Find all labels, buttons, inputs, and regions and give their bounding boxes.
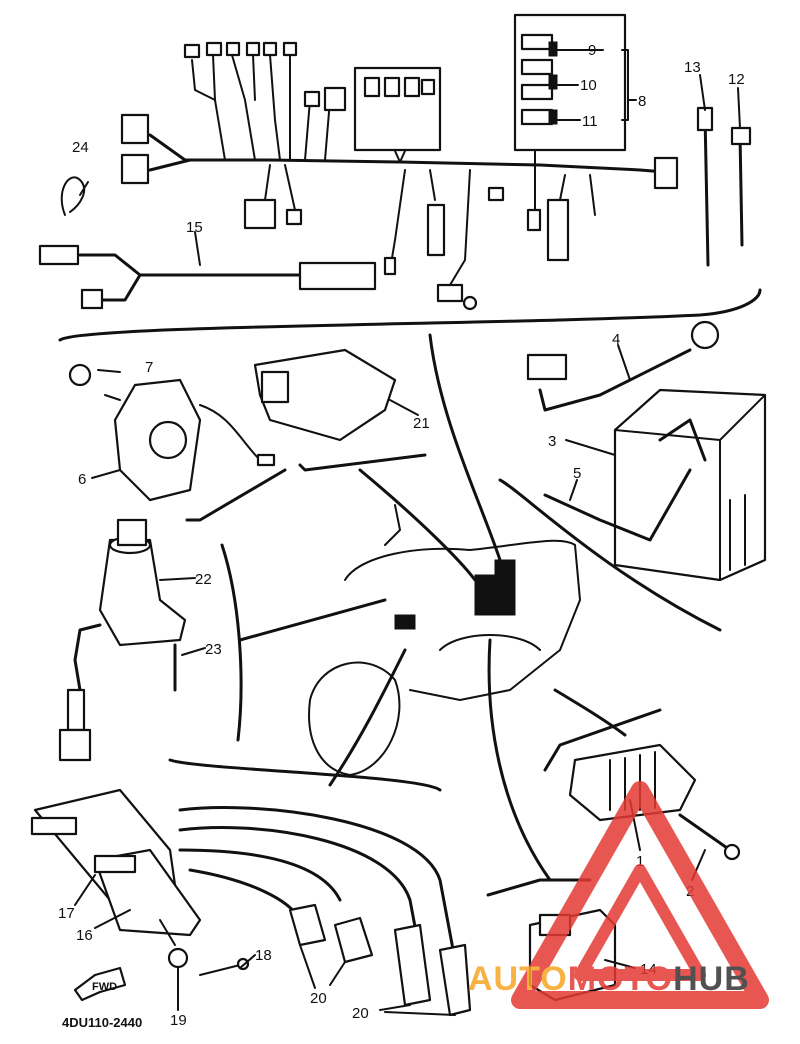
- callout-7: 7: [145, 359, 153, 376]
- callout-19: 19: [170, 1012, 187, 1029]
- forward-arrow-icon: FWD: [73, 966, 127, 1002]
- callout-4: 4: [612, 331, 620, 348]
- battery: [498, 320, 767, 632]
- wire-harness: [38, 13, 762, 342]
- callout-3: 3: [548, 433, 556, 450]
- ignitor-unit: [185, 348, 427, 522]
- callout-20-b: 20: [352, 1005, 369, 1022]
- callout-9: 9: [588, 42, 596, 59]
- horn: [68, 363, 276, 502]
- watermark-triangle-icon: [511, 781, 769, 1009]
- diagram-part-code: 4DU110-2440: [62, 1015, 142, 1030]
- automotohub-watermark: AUTOMOTOHUB: [468, 781, 769, 1009]
- callout-20-a: 20: [310, 990, 327, 1007]
- watermark-text-moto: MOTO: [568, 960, 673, 998]
- callout-11: 11: [582, 113, 598, 130]
- callout-10: 10: [580, 77, 597, 94]
- callout-13: 13: [684, 59, 701, 76]
- callout-1: 1: [636, 853, 644, 870]
- callout-15: 15: [186, 219, 203, 236]
- callout-labels: 24 15 9 10 11 8 13 12 7 6 21 4 3 5 22 23…: [58, 42, 745, 1029]
- svg-text:AUTOMOTOHUB: AUTOMOTOHUB: [468, 960, 750, 998]
- watermark-text-hub: HUB: [673, 960, 750, 998]
- motorcycle-outline: [238, 333, 627, 882]
- callout-5: 5: [573, 465, 581, 482]
- callout-8: 8: [638, 93, 646, 110]
- callout-12: 12: [728, 71, 745, 88]
- callout-23: 23: [205, 641, 222, 658]
- callout-6: 6: [78, 471, 86, 488]
- main-switch: [58, 518, 243, 762]
- callout-17: 17: [58, 905, 75, 922]
- callout-22: 22: [195, 571, 212, 588]
- callout-16: 16: [76, 927, 93, 944]
- fwd-label: FWD: [92, 981, 117, 993]
- watermark-text-auto: AUTO: [468, 960, 568, 998]
- callout-21: 21: [413, 415, 430, 432]
- ignition-coils: [30, 758, 472, 1017]
- callout-18: 18: [255, 947, 272, 964]
- callout-24: 24: [72, 139, 89, 156]
